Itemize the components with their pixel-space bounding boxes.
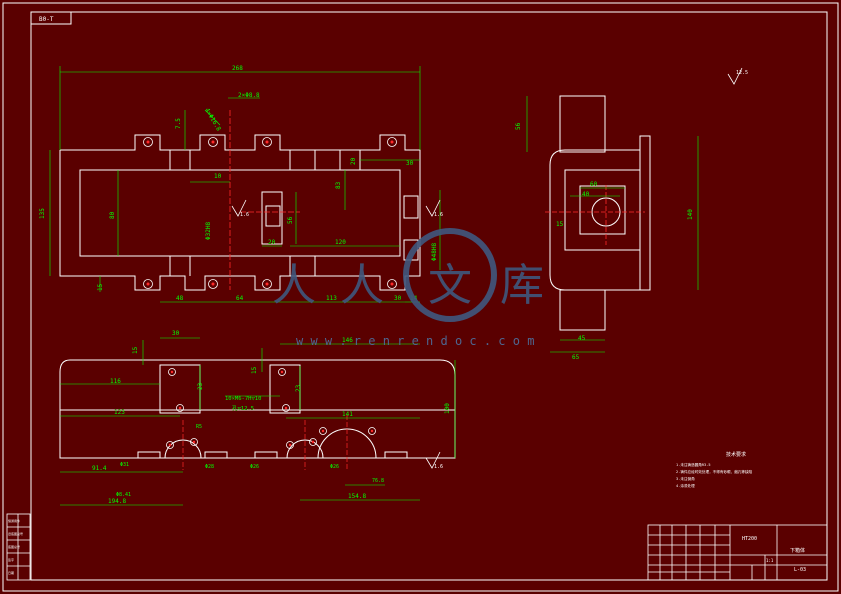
dim-48: 48 (176, 295, 184, 302)
dim-bottom-116: 116 (110, 378, 121, 385)
left-strip-label: 旧底图总号 (8, 531, 23, 536)
left-strip-label: 底图总号 (8, 544, 20, 549)
front-view-holes (143, 110, 397, 290)
note-line: 1.未注铸造圆角R3-5 (676, 462, 711, 467)
title-part-name: 下箱体 (790, 547, 805, 554)
dim-overall-width: 268 (232, 65, 243, 72)
dim-bottom-61: Φ8.41 (116, 492, 131, 498)
left-strip-label: 借通用件 (8, 518, 20, 523)
dim-bottom-r3: Φ26 (250, 464, 259, 470)
thread-note-2: 孔▽12.5 (232, 404, 254, 412)
dim-bottom-123: 123 (114, 409, 125, 416)
bottom-view-dim-text: 30 15 116 23 123 15 146 23 141 100 10×M6… (92, 330, 451, 505)
dim-side-45: 45 (578, 335, 586, 342)
dim-side-56: 56 (515, 122, 522, 130)
dim-7-5: 7.5 (175, 118, 182, 129)
dim-bottom-76: 76.8 (372, 478, 384, 484)
dim-bottom-r2: Φ28 (205, 464, 214, 470)
dim-135: 135 (39, 208, 46, 219)
dim-h9: Φ48H8 (431, 243, 438, 261)
dim-bottom-r4: Φ26 (330, 464, 339, 470)
roughness-3: 1.6 (434, 464, 443, 470)
dim-bottom-100: 100 (444, 403, 451, 414)
technical-notes: 技术要求 1.未注铸造圆角R3-5 2.铸件应经时效处理，不得有砂眼、缩孔等缺陷… (676, 451, 753, 488)
dim-bottom-r5: R5 (196, 424, 202, 430)
roughness-2: 1.6 (434, 212, 443, 218)
dim-bottom-r1: Φ31 (120, 462, 129, 468)
dim-bottom-23b: 23 (295, 384, 302, 392)
roughness-top-right: 12.5 (736, 70, 748, 76)
dim-hole-note: 2×Φ8.8 (238, 92, 260, 99)
side-view-dimensions (526, 96, 699, 353)
dim-bottom-194: 194.8 (108, 498, 126, 505)
dim-bottom-154: 154.8 (348, 493, 366, 500)
dim-56: 56 (287, 216, 294, 224)
watermark-char: 人 (340, 260, 384, 311)
dim-83: 83 (335, 181, 342, 189)
watermark: 人 人 文 库 w w w . r e n r e n d o c . c o … (272, 228, 544, 348)
dim-side-15: 15 (556, 221, 564, 228)
watermark-char: 文 (428, 260, 472, 311)
dim-30b: 30 (394, 295, 402, 302)
left-strip-label: 日期 (8, 570, 14, 575)
dim-bottom-15b: 15 (251, 366, 258, 374)
dim-bottom-91: 91.4 (92, 465, 107, 472)
watermark-url: w w w . r e n r e n d o c . c o m (296, 334, 534, 348)
dim-side-65: 65 (572, 354, 580, 361)
dim-30: 30 (406, 160, 414, 167)
dim-15: 15 (97, 283, 104, 291)
dim-bottom-146: 146 (342, 337, 353, 344)
title-material: HT200 (742, 536, 757, 542)
dim-80: 80 (109, 211, 116, 219)
dim-side-60: 60 (590, 181, 598, 188)
dim-bottom-23: 23 (197, 382, 204, 390)
watermark-char: 人 (272, 260, 316, 311)
dim-20a: 20 (350, 157, 357, 165)
note-line: 3.未注倒角 (676, 476, 695, 481)
title-block (647, 524, 828, 581)
note-line: 2.铸件应经时效处理，不得有砂眼、缩孔等缺陷 (676, 469, 753, 474)
thread-note: 10×M6-7H▽10 (225, 396, 261, 402)
dim-bottom-30: 30 (172, 330, 180, 337)
dim-h8: Φ32H8 (205, 222, 212, 240)
dim-bottom-15a: 15 (132, 346, 139, 354)
bottom-view-holes (166, 368, 376, 470)
dim-slot-note: 4×Φ16.8 (203, 107, 222, 133)
title-drawing-no: L-03 (794, 567, 806, 573)
dim-bottom-141: 141 (342, 411, 353, 418)
corner-label: B0-T (39, 16, 54, 23)
note-line: 4.涂漆处理 (676, 483, 695, 488)
front-view (59, 134, 421, 291)
bottom-view-dimensions (60, 337, 456, 506)
watermark-char: 库 (500, 260, 544, 311)
dim-10: 10 (214, 173, 222, 180)
dim-20b: 20 (268, 239, 276, 246)
dim-120: 120 (335, 239, 346, 246)
left-strip (6, 513, 31, 581)
roughness-symbols (231, 67, 743, 469)
title-scale: 1:1 (766, 558, 774, 563)
dim-side-140: 140 (687, 209, 694, 220)
dim-64: 64 (236, 295, 244, 302)
dim-side-40: 40 (582, 191, 590, 198)
side-view (549, 95, 651, 331)
notes-title: 技术要求 (726, 451, 746, 458)
left-strip-label: 签字 (8, 557, 14, 562)
roughness-1: 1.6 (240, 212, 249, 218)
dim-113: 113 (326, 295, 337, 302)
